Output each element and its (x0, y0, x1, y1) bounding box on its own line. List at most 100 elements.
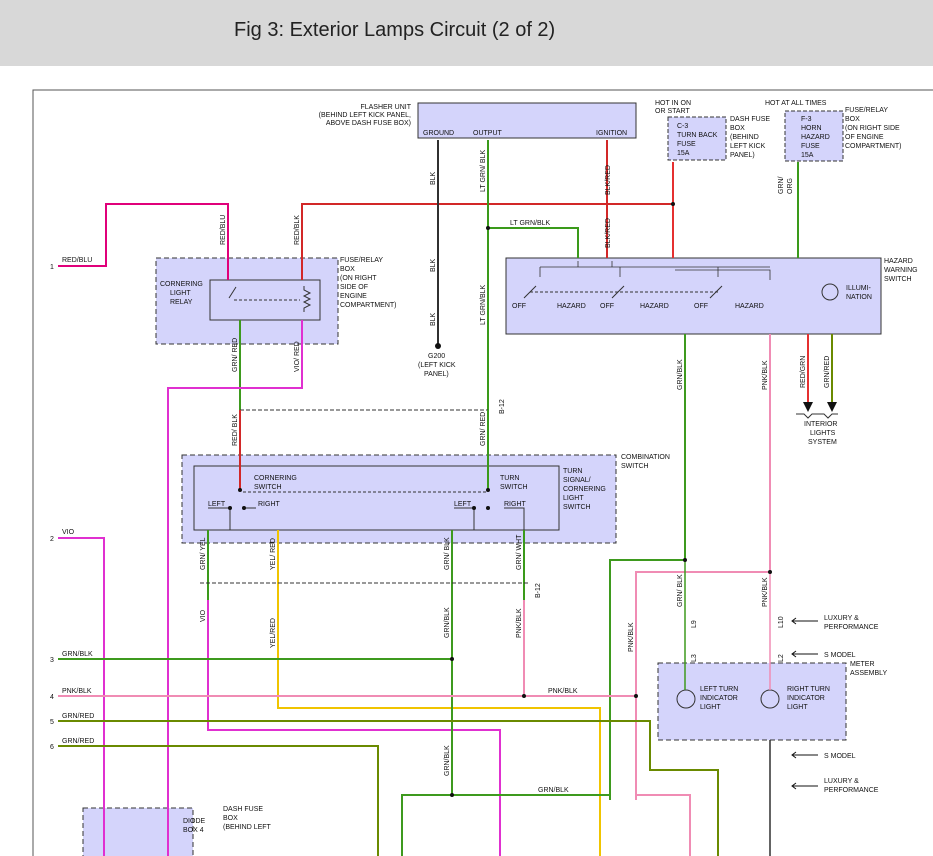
turn-right-label: RIGHT (504, 501, 527, 508)
hazard-switch-label-3: SWITCH (884, 276, 912, 283)
luxury-perf-label-4: PERFORMANCE (824, 787, 879, 794)
interior-lights-label-2: LIGHTS (810, 430, 836, 437)
g200-label-2: (LEFT KICK (418, 362, 456, 369)
meter-assembly-label-1: METER (850, 661, 875, 668)
combination-switch-label-1: COMBINATION (621, 454, 670, 461)
hot-in-on-label-1: HOT IN ON (655, 100, 691, 107)
cornering-relay-label-1: CORNERING (160, 281, 203, 288)
illumination-label-1: ILLUMI- (846, 285, 872, 292)
arrow-smodel-2 (791, 751, 818, 759)
diode-box-label-1: DIODE (183, 818, 206, 825)
left-wire-label-5: GRN/RED (62, 713, 94, 720)
diode-box (82, 807, 194, 856)
right-turn-label-2: INDICATOR (787, 695, 825, 702)
flasher-label-1: FLASHER UNIT (360, 104, 411, 111)
interior-bracket (796, 413, 838, 419)
wire-left-5-grnred (58, 720, 719, 856)
wire-label-blkred2: BLK/RED (605, 218, 612, 248)
wire-vio-red-relay (167, 320, 303, 856)
fuse-f3-box (784, 110, 844, 162)
combination-switch-inner (193, 465, 560, 531)
wire-label-grnblk-down2: GRN/BLK (444, 745, 451, 776)
left-wire-num-3: 3 (50, 657, 54, 664)
left-wire-labels: 1 2 VIO 3 GRN/BLK 4 PNK/BLK 5 GRN/RED 6 … (50, 264, 94, 751)
turn-switch-label-2: SWITCH (500, 484, 528, 491)
wire-label-pnkblk-hazard: PNK/BLK (762, 360, 769, 390)
connector-l9-label: L9 (691, 620, 698, 628)
wire-red-blu (58, 203, 229, 280)
fuse-f3-label-2: HORN (801, 125, 822, 132)
luxury-perf-label-2: PERFORMANCE (824, 624, 879, 631)
wire-label-redblu-left: RED/BLU (62, 257, 92, 264)
wire-red-blk (301, 203, 673, 280)
left-wire-num-5: 5 (50, 719, 54, 726)
left-turn-label-3: LIGHT (700, 704, 721, 711)
hot-all-times-label: HOT AT ALL TIMES (765, 100, 827, 107)
wire-label-grnwht: GRN/ WHT (516, 534, 523, 570)
left-wire-label-3: GRN/BLK (62, 651, 93, 658)
wire-label-ltgrnblk: LT GRN/ BLK (480, 150, 487, 192)
hazard-switch-label-2: WARNING (884, 267, 918, 274)
wire-label-pnkblk-v: PNK/BLK (628, 622, 635, 652)
corner-left-label: LEFT (208, 501, 226, 508)
off-label-3: OFF (694, 303, 708, 310)
combination-switch-box (181, 454, 617, 544)
dash-fuse-label-4: LEFT KICK (730, 143, 766, 150)
flasher-unit-box (417, 102, 637, 139)
off-label-2: OFF (600, 303, 614, 310)
wire-vio-down (207, 600, 501, 856)
arrow-luxury-2 (791, 782, 818, 790)
wire-label-pnkblk-h: PNK/BLK (548, 688, 578, 695)
g200-label-1: G200 (428, 353, 445, 360)
wire-grn-blk-hazard (609, 334, 686, 800)
fuse-relay-left-1: FUSE/RELAY (340, 257, 383, 264)
page-header: Fig 3: Exterior Lamps Circuit (2 of 2) (0, 0, 933, 66)
turn-signal-label-3: CORNERING (563, 486, 606, 493)
fuse-relay-top-3: (ON RIGHT SIDE (845, 125, 900, 132)
luxury-perf-label-1: LUXURY & (824, 615, 859, 622)
dash-fuse-bottom-3: (BEHIND LEFT (223, 824, 272, 831)
fuse-c3-box (667, 116, 727, 161)
cornering-switch-label-2: SWITCH (254, 484, 282, 491)
meter-assembly-label-2: ASSEMBLY (850, 670, 888, 677)
dash-fuse-bottom-2: BOX (223, 815, 238, 822)
wire-label-vio-down: VIO (200, 609, 207, 622)
wire-label-redblk-vert: RED/BLK (294, 215, 301, 245)
flasher-label-3: ABOVE DASH FUSE BOX) (326, 120, 411, 127)
left-turn-label-2: INDICATOR (700, 695, 738, 702)
flasher-ignition-label: IGNITION (596, 130, 627, 137)
interior-lights-label-1: INTERIOR (804, 421, 837, 428)
fuse-relay-top-5: COMPARTMENT) (845, 143, 902, 150)
fuse-relay-left-3: (ON RIGHT (340, 275, 377, 282)
wire-label-viored-relay: VIO/ RED (294, 341, 301, 372)
relay-coil (302, 286, 312, 312)
right-turn-label-3: LIGHT (787, 704, 808, 711)
connector-l2-label: L2 (778, 654, 785, 662)
left-wire-num-1: 1 (50, 264, 54, 271)
wire-label-redblu-vert: RED/BLU (220, 215, 227, 245)
fuse-f3-label-1: F-3 (801, 116, 812, 123)
fuse-relay-top-4: OF ENGINE (845, 134, 884, 141)
left-wire-label-6: GRN/RED (62, 738, 94, 745)
page-title: Fig 3: Exterior Lamps Circuit (2 of 2) (234, 19, 556, 41)
hazard-label-2: HAZARD (640, 303, 669, 310)
wire-label-grnyel: GRN/ YEL (200, 537, 207, 570)
wire-label-redgrn: RED/GRN (800, 356, 807, 388)
fuse-c3-label-4: 15A (677, 150, 690, 157)
wire-label-grnblk-meter: GRN/ BLK (677, 574, 684, 607)
hazard-switch-lines (539, 261, 771, 280)
left-wire-num-6: 6 (50, 744, 54, 751)
luxury-perf-label-3: LUXURY & (824, 778, 859, 785)
flasher-ground-label: GROUND (423, 130, 454, 137)
illumination-bulb (821, 283, 839, 301)
wire-label-org: ORG (787, 178, 794, 194)
fuse-relay-left-2: BOX (340, 266, 355, 273)
g200-ground-dot (435, 343, 441, 349)
wire-label-ltgrnblk2: LT GRN/BLK (480, 284, 487, 325)
left-wire-num-2: 2 (50, 536, 54, 543)
right-turn-label-1: RIGHT TURN (787, 686, 830, 693)
wire-label-blk-ground2: BLK (430, 258, 437, 272)
cornering-switch-label-1: CORNERING (254, 475, 297, 482)
wire-lt-grn-blk-branch (488, 227, 579, 258)
fuse-f3-label-3: HAZARD (801, 134, 830, 141)
